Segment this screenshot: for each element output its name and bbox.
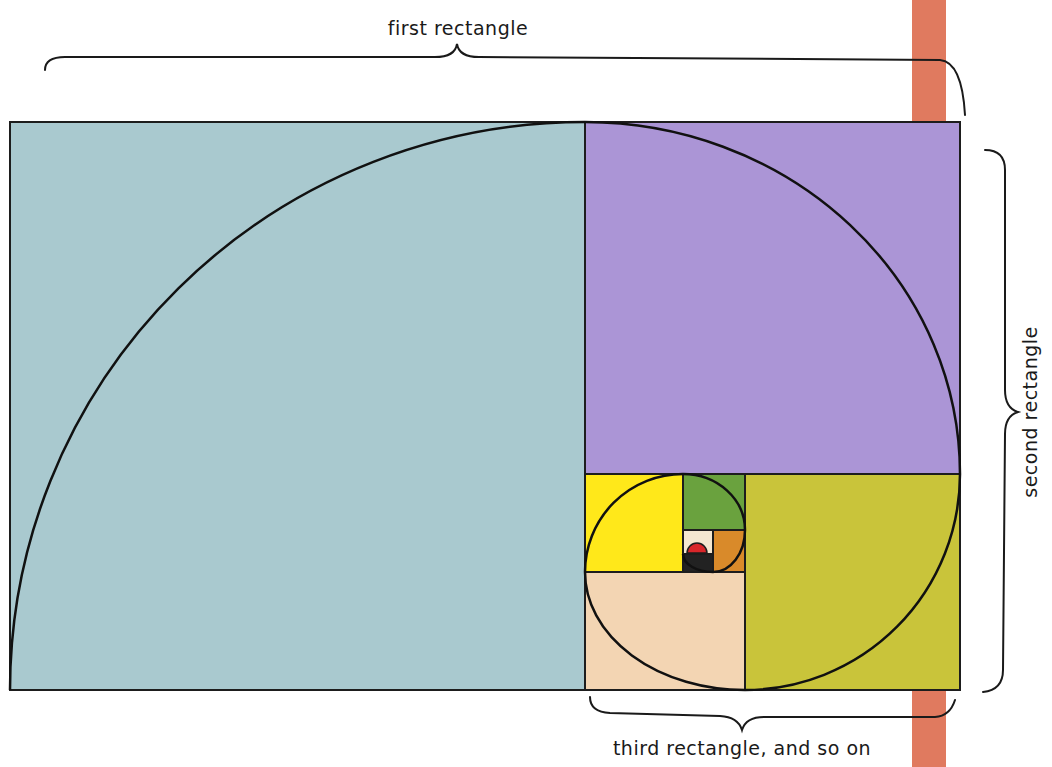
top-brace — [45, 44, 965, 115]
black-square — [683, 554, 713, 572]
yellow-square — [585, 474, 683, 572]
orange-square — [713, 530, 745, 572]
bottom-brace — [590, 697, 955, 730]
spiral — [10, 122, 960, 690]
olive-square — [745, 474, 960, 690]
tiny-square — [683, 530, 713, 554]
peach-square — [585, 572, 745, 690]
red-half-circle — [687, 543, 707, 553]
purple-square — [585, 122, 960, 474]
handwritten-label: third rectangle, and so on — [613, 737, 871, 759]
handwritten-label: second rectangle — [1019, 326, 1041, 498]
right-brace — [983, 150, 1018, 692]
blue-square — [10, 122, 585, 690]
handwritten-label: first rectangle — [388, 17, 528, 39]
green-square — [683, 474, 745, 530]
